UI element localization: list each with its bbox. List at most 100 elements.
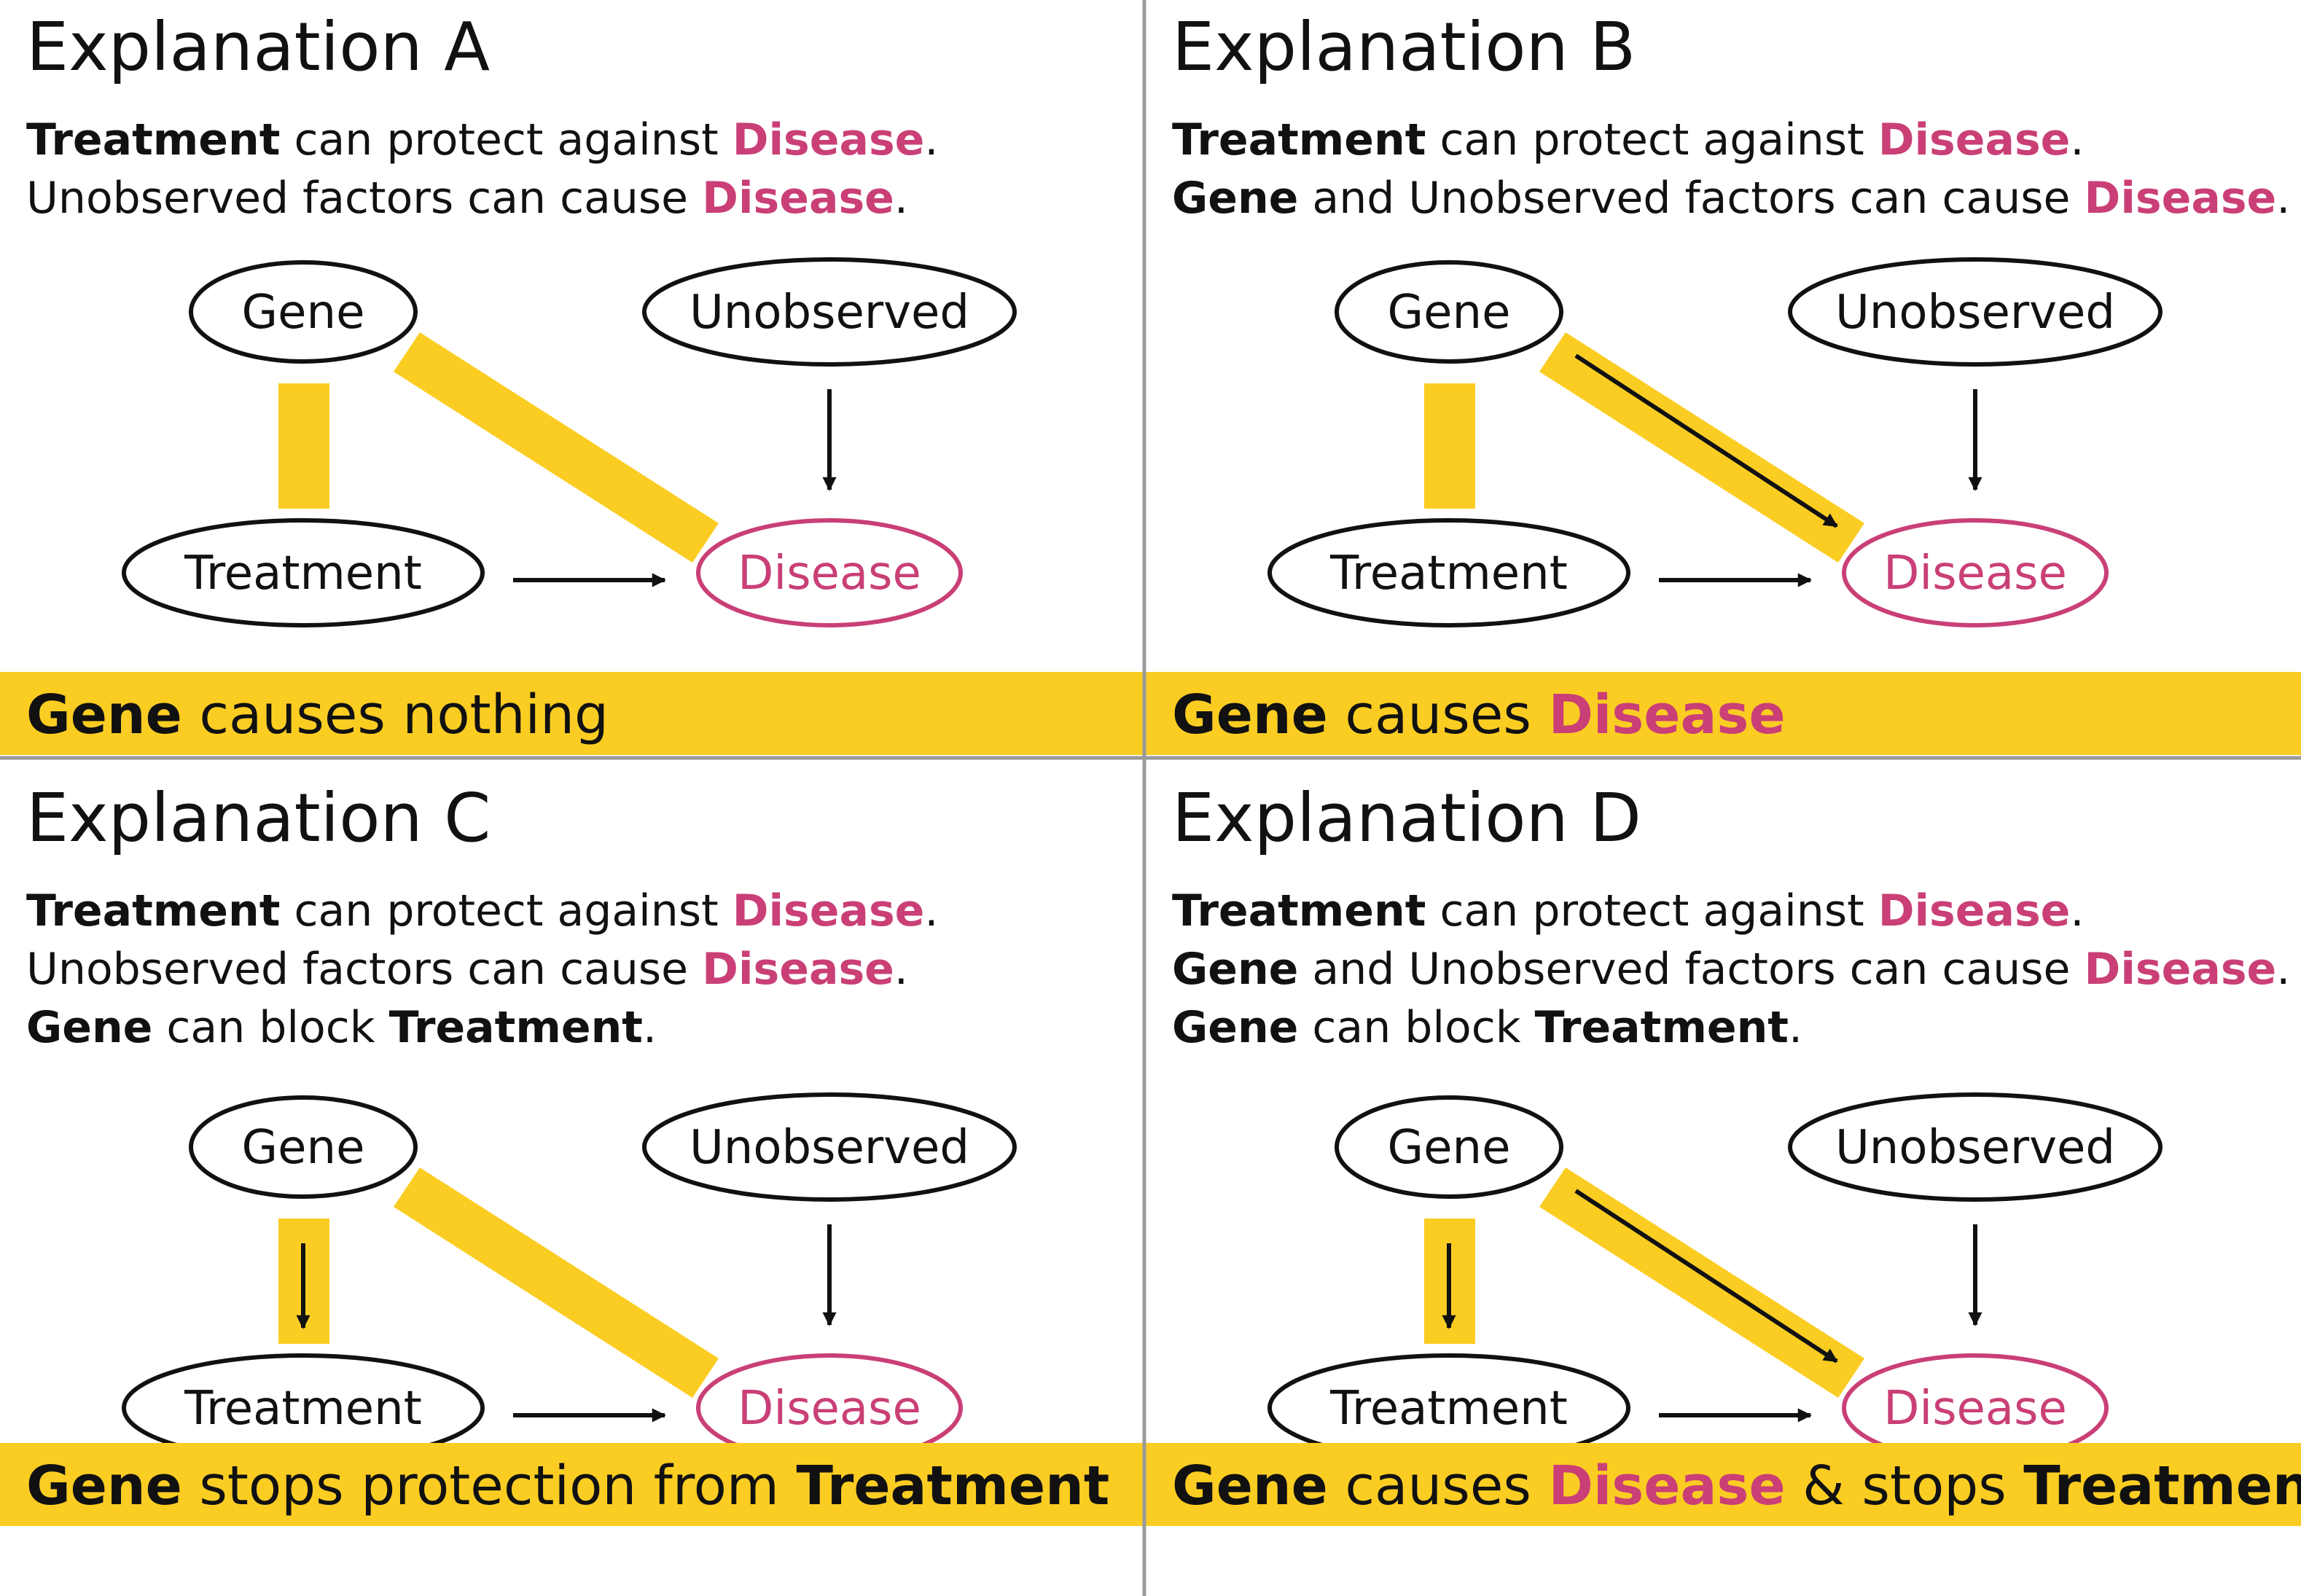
description-line-segment: can block [152, 1002, 388, 1053]
gene-treatment-highlight [278, 383, 329, 509]
description-line-segment: and Unobserved factors can cause [1298, 173, 2084, 224]
description-line-segment: Disease [2085, 944, 2277, 995]
summary-banner-text-segment: Gene [1172, 1455, 1328, 1517]
summary-banner-text-segment: Gene [1172, 684, 1328, 746]
summary-banner-text-segment: causes [1328, 1455, 1549, 1517]
node-unobserved: Unobserved [1788, 1092, 2163, 1202]
summary-banner-text-segment: Treatment [797, 1455, 1110, 1517]
node-disease-text: Disease [738, 547, 921, 601]
summary-banner-text-segment: Treatment [2023, 1455, 2301, 1517]
description-line-segment: . [2276, 944, 2290, 995]
description-line-segment: can protect against [1426, 114, 1878, 165]
summary-banner [1146, 672, 2301, 755]
gene-disease-highlight [394, 332, 719, 563]
summary-banner-text-segment: Disease [1548, 684, 1785, 746]
node-disease-text: Disease [1883, 547, 2067, 601]
node-gene-ellipse [189, 1095, 418, 1199]
description-line-segment: Treatment [1172, 885, 1426, 936]
summary-banner [0, 1443, 1155, 1526]
description-line-segment: Disease [702, 944, 894, 995]
node-gene: Gene [1335, 1095, 1563, 1199]
node-unobserved: Unobserved [1788, 257, 2163, 367]
description-line-segment: can protect against [1426, 885, 1878, 936]
node-gene-ellipse [189, 260, 418, 364]
description-line-segment: Disease [1878, 885, 2071, 936]
description-line-segment: can protect against [280, 114, 732, 165]
node-disease: Disease [1842, 518, 2109, 627]
node-treatment-ellipse [1267, 518, 1630, 627]
panel-c: Explanation C Treatment can protect again… [0, 779, 1155, 1526]
summary-banner-text: Gene causes Disease [1172, 684, 1786, 746]
description-line-segment: Disease [733, 885, 925, 936]
node-gene-text: Gene [242, 286, 365, 340]
summary-banner-text-segment: stops protection from [182, 1455, 797, 1517]
panel-b: Explanation B Treatment can protect again… [1146, 8, 2301, 755]
description-line-segment: Treatment [1172, 114, 1426, 165]
node-disease: Disease [696, 1353, 963, 1463]
node-treatment: Treatment [1267, 1353, 1630, 1463]
node-treatment: Treatment [1267, 518, 1630, 627]
description-line-segment: . [1789, 1002, 1802, 1053]
node-gene-ellipse [1335, 260, 1563, 364]
node-gene: Gene [1335, 260, 1563, 364]
description-line-segment: Gene [1172, 173, 1298, 224]
description-line-segment: Disease [1878, 114, 2071, 165]
node-treatment: Treatment [122, 518, 485, 627]
summary-banner-text-segment: Disease [1548, 1455, 1785, 1517]
summary-banner-text: Gene stops protection from Treatment [26, 1455, 1109, 1517]
node-unobserved: Unobserved [642, 1092, 1017, 1202]
summary-banner-text-segment: causes nothing [182, 684, 609, 746]
description-line-segment: Disease [2085, 173, 2277, 224]
node-disease-ellipse [696, 518, 963, 627]
description-line-segment: Gene [1172, 1002, 1298, 1053]
node-unobserved-text: Unobserved [689, 1121, 969, 1175]
node-disease-text: Disease [738, 1382, 921, 1436]
panel-title: Explanation D [1172, 779, 1641, 857]
description-line: Gene and Unobserved factors can cause Di… [1172, 173, 2290, 224]
panel-d: Explanation D Treatment can protect again… [1146, 779, 2301, 1526]
summary-banner-text: Gene causes Disease & stops Treatment [1172, 1455, 2301, 1517]
summary-banner [0, 672, 1155, 755]
gene-disease-highlight [394, 1167, 719, 1398]
description-line: Gene can block Treatment. [26, 1002, 657, 1053]
gene-treatment-highlight [1424, 383, 1475, 509]
node-unobserved-text: Unobserved [1835, 286, 2115, 340]
summary-banner-text-segment: Gene [26, 684, 182, 746]
panel-title: Explanation C [26, 779, 491, 857]
description-line-segment: can protect against [280, 885, 732, 936]
node-disease-ellipse [1842, 518, 2109, 627]
description-line: Gene can block Treatment. [1172, 1002, 1802, 1053]
node-treatment-text: Treatment [184, 547, 422, 601]
description-line-segment: Gene [1172, 944, 1298, 995]
node-unobserved: Unobserved [642, 257, 1017, 367]
description-line: Treatment can protect against Disease. [1172, 885, 2084, 936]
description-line-segment: Treatment [389, 1002, 643, 1053]
node-gene-text: Gene [1388, 1121, 1511, 1175]
description-line-segment: Disease [702, 173, 894, 224]
node-treatment-text: Treatment [1329, 1382, 1568, 1436]
description-line-segment: . [924, 114, 938, 165]
summary-banner-text-segment: Gene [26, 1455, 182, 1517]
node-treatment: Treatment [122, 1353, 485, 1463]
description-line: Unobserved factors can cause Disease. [26, 173, 908, 224]
node-disease: Disease [696, 518, 963, 627]
description-line-segment: Treatment [26, 885, 280, 936]
node-treatment-ellipse [122, 518, 485, 627]
description-line: Treatment can protect against Disease. [1172, 114, 2084, 165]
node-gene-ellipse [1335, 1095, 1563, 1199]
panel-title: Explanation B [1172, 8, 1636, 86]
description-line-segment: . [2276, 173, 2290, 224]
node-unobserved-ellipse [1788, 257, 2163, 367]
description-line: Unobserved factors can cause Disease. [26, 944, 908, 995]
summary-banner-text-segment: causes [1328, 684, 1549, 746]
description-line: Treatment can protect against Disease. [26, 114, 938, 165]
description-line-segment: . [924, 885, 938, 936]
node-gene: Gene [189, 260, 418, 364]
